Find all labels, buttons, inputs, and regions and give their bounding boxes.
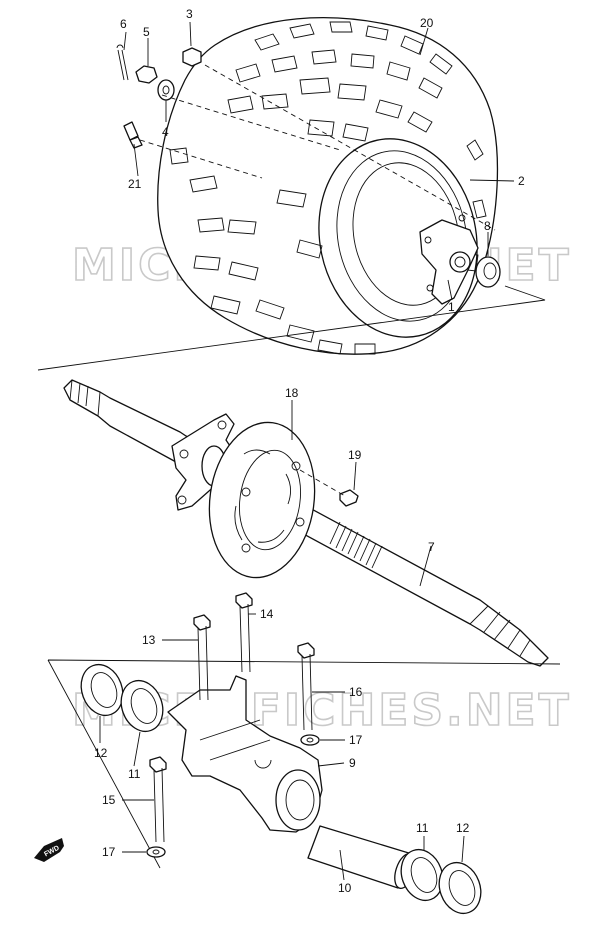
wheel-hub [419,214,479,305]
callout-13: 13 [142,633,156,647]
fwd-arrow-badge: FWD [34,838,64,862]
hub-nut [475,256,501,288]
bearing-right [400,848,444,902]
brake-disc [208,421,316,579]
axle-carrier-assembly [80,592,482,915]
bolt-13 [193,614,211,701]
callout-washer-lower: 17 [102,845,116,859]
oil-seal-right [438,861,482,915]
section-divider-bottom [47,659,561,869]
callout-2: 2 [518,174,525,188]
castle-nut [135,65,158,84]
callout-8: 8 [484,219,491,233]
axle-assembly [63,379,549,667]
callout-18: 18 [285,386,299,400]
callout-4: 4 [162,125,169,139]
callout-10: 10 [338,881,352,895]
callout-leaders [99,21,515,881]
callout-19: 19 [348,448,362,462]
callout-1: 1 [448,300,455,314]
wheel-nut [182,47,202,67]
callout-7: 7 [428,540,435,554]
washer-17-upper [300,734,320,746]
callout-16: 16 [349,685,363,699]
disc-bolt [339,489,359,507]
callout-6: 6 [120,17,127,31]
callout-21: 21 [128,177,142,191]
cotter-pin [116,44,129,81]
callout-seal-left: 12 [94,746,108,760]
washer-17-lower [146,846,166,858]
callout-17-up: 17 [349,733,363,747]
bolt-15 [149,756,167,843]
bearing-left [120,679,164,733]
callout-20: 20 [420,16,434,30]
callout-bearing-right: 11 [416,821,429,835]
bolt-16 [297,642,315,731]
bolt-14 [235,592,253,673]
callout-3: 3 [186,7,193,21]
section-divider-top [37,285,546,371]
washer [157,79,175,101]
callout-14: 14 [260,607,274,621]
callout-9: 9 [349,756,356,770]
callout-15: 15 [102,793,116,807]
callout-labels: 6 5 3 4 20 2 8 1 21 18 19 7 14 13 16 17 … [94,7,525,895]
callout-seal-right: 12 [456,821,470,835]
oil-seal-left [80,663,124,717]
callout-5: 5 [143,25,150,39]
tire-wheel-assembly [116,17,501,355]
callout-bearing-left: 11 [128,767,141,781]
tire-valve [123,121,143,149]
